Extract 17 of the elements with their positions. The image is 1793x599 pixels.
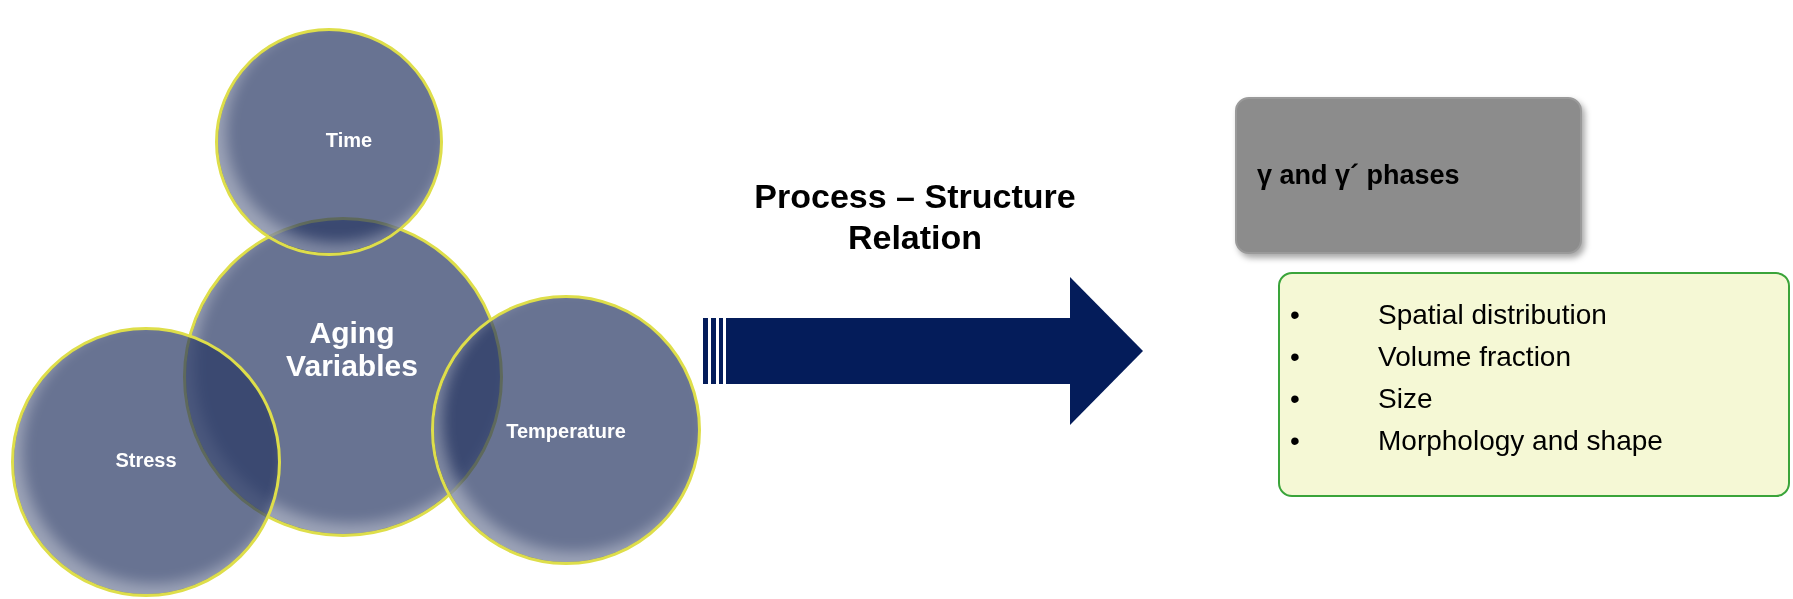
- bullet: •: [1290, 425, 1300, 456]
- block-arrow: [703, 277, 1143, 425]
- phase-box: [1235, 97, 1582, 254]
- bullet: •: [1290, 299, 1300, 330]
- circle-label: Stress: [115, 449, 177, 471]
- edge-label: Process – Structure Relation: [753, 176, 1077, 258]
- circle-label: Temperature: [506, 420, 626, 442]
- phase-label: γ and γ´ phases: [1257, 160, 1460, 191]
- list-item: Size: [1378, 382, 1433, 416]
- circle-label: Time: [325, 129, 373, 151]
- list-item: Morphology and shape: [1378, 424, 1663, 458]
- list-item: Volume fraction: [1378, 340, 1571, 374]
- circle-label: Aging Variables: [285, 316, 419, 382]
- bullet: •: [1290, 383, 1300, 414]
- feature-list-box: [1278, 272, 1790, 497]
- bullet: •: [1290, 341, 1300, 372]
- list-item: Spatial distribution: [1378, 298, 1607, 332]
